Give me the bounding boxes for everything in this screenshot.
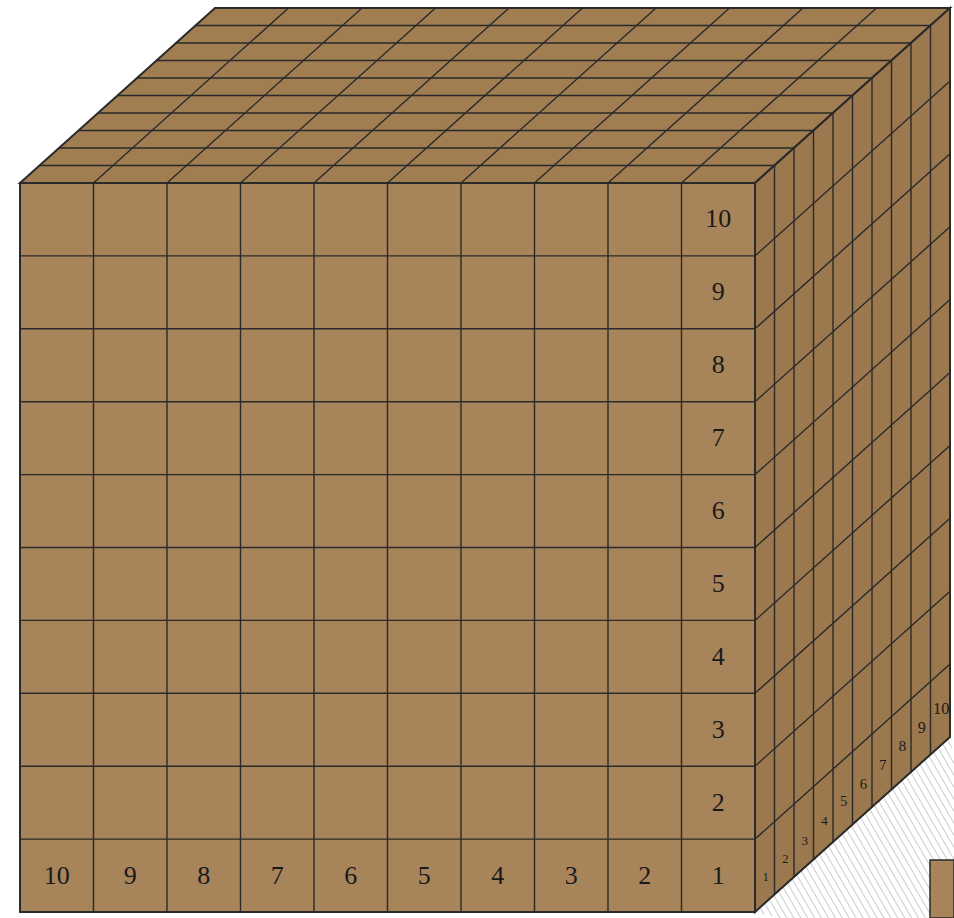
column-number: 5 [712, 571, 725, 597]
grid-line [20, 838, 755, 839]
grid-line [461, 8, 656, 183]
grid-line [755, 664, 950, 839]
grid-line [871, 78, 872, 807]
grid-line [608, 8, 803, 183]
grid-line [157, 60, 892, 61]
depth-number: 1 [763, 871, 769, 883]
column-number: 10 [705, 206, 731, 232]
grid-line [176, 42, 911, 43]
grid-line [755, 373, 950, 548]
row-number: 10 [44, 863, 70, 889]
depth-number: 7 [879, 758, 887, 773]
depth-number: 9 [918, 720, 926, 736]
grid-line [910, 43, 911, 772]
grid-line [607, 183, 608, 912]
front-face [20, 183, 755, 912]
row-number: 7 [271, 863, 284, 889]
column-number: 3 [712, 717, 725, 743]
row-number: 9 [124, 863, 137, 889]
grid-line [891, 61, 892, 790]
grid-line [534, 183, 535, 912]
grid-line [535, 8, 730, 183]
depth-number: 8 [898, 739, 906, 755]
grid-line [682, 8, 877, 183]
depth-number: 10 [933, 701, 950, 718]
grid-line [460, 183, 461, 912]
right-face [755, 8, 950, 912]
depth-number: 6 [860, 777, 867, 792]
grid-line [755, 445, 950, 620]
grid-line [137, 77, 872, 78]
column-number: 9 [712, 279, 725, 305]
grid-line [118, 95, 853, 96]
row-number: 4 [491, 863, 504, 889]
column-number: 2 [712, 790, 725, 816]
grid-line [755, 518, 950, 693]
depth-number: 4 [821, 814, 828, 828]
next-cube-corner [930, 860, 954, 918]
depth-number: 3 [802, 833, 809, 846]
row-number: 6 [344, 863, 357, 889]
grid-line [681, 183, 682, 912]
column-number: 6 [712, 498, 725, 524]
row-number: 2 [638, 863, 651, 889]
grid-line [20, 766, 755, 767]
grid-line [20, 547, 755, 548]
grid-line [20, 620, 755, 621]
column-number: 7 [712, 425, 725, 451]
row-number: 5 [418, 863, 431, 889]
column-number: 8 [712, 352, 725, 378]
grid-line [755, 591, 950, 766]
grid-lines [20, 8, 950, 912]
row-number: 1 [712, 863, 725, 889]
grid-line [196, 25, 931, 26]
column-number: 4 [712, 644, 725, 670]
row-number: 3 [565, 863, 578, 889]
grid-line [20, 693, 755, 694]
depth-number: 5 [840, 795, 847, 809]
row-number: 8 [197, 863, 210, 889]
grid-line [930, 26, 931, 755]
depth-number: 2 [782, 852, 788, 865]
